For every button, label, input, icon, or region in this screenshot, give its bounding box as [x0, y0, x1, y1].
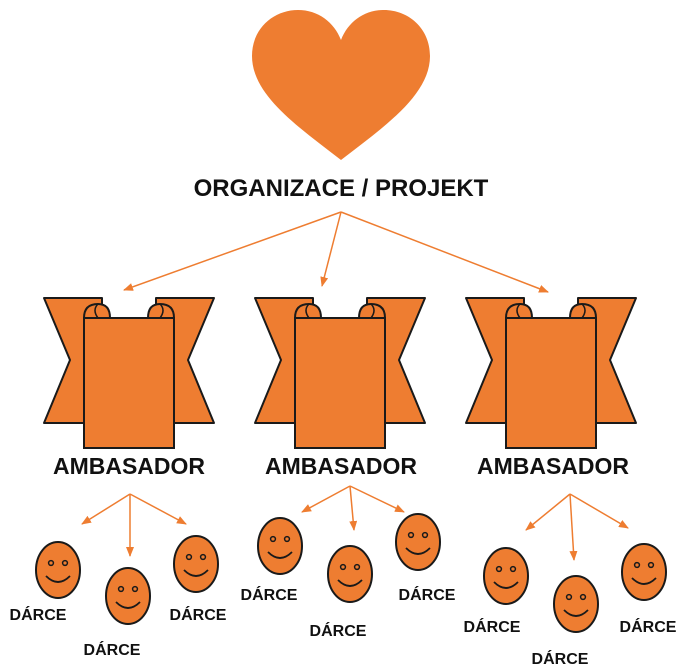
donor-label: DÁRCE [10, 605, 67, 624]
root-label: ORGANIZACE / PROJEKT [194, 175, 489, 202]
smiley-face-icon [35, 541, 81, 599]
heart-icon [252, 10, 430, 160]
ambassador-label: AMBASADOR [477, 453, 629, 479]
donor-label: DÁRCE [620, 617, 677, 636]
donor-label: DÁRCE [170, 605, 227, 624]
arrow-root-to-ambassador-2 [320, 211, 342, 287]
ambassador-group-2: AMBASADOR DÁRCE DÁRCE DÁRCE [241, 297, 456, 640]
arrow-root-to-ambassador-3 [340, 211, 549, 293]
smiley-face-icon [327, 545, 373, 603]
smiley-face-icon [553, 575, 599, 633]
ambassador-2-arrows [301, 485, 405, 531]
arrow [569, 493, 629, 529]
root-arrows [123, 211, 549, 293]
arrow-root-to-ambassador-1 [123, 211, 342, 291]
donor-label: DÁRCE [532, 649, 589, 668]
ambassador-group-3: AMBASADOR DÁRCE DÁRCE DÁRCE [464, 297, 677, 668]
arrow [301, 485, 351, 513]
arrow [525, 493, 571, 531]
donor-label: DÁRCE [84, 640, 141, 659]
arrow [349, 485, 405, 513]
donor-label: DÁRCE [399, 585, 456, 604]
arrow [129, 493, 187, 525]
donor-label: DÁRCE [310, 621, 367, 640]
smiley-face-icon [483, 547, 529, 605]
ambassador-label: AMBASADOR [53, 453, 205, 479]
smiley-face-icon [173, 535, 219, 593]
donor-label: DÁRCE [464, 617, 521, 636]
scroll-banner-icon [465, 297, 637, 449]
scroll-banner-icon [254, 297, 426, 449]
scroll-banner-icon [43, 297, 215, 449]
arrow [81, 493, 131, 525]
smiley-face-icon [621, 543, 667, 601]
arrow [569, 493, 578, 561]
smiley-face-icon [105, 567, 151, 625]
donor-label: DÁRCE [241, 585, 298, 604]
ambassador-3-arrows [525, 493, 629, 561]
ambassador-1-arrows [81, 493, 187, 557]
arrow [349, 485, 358, 531]
ambassador-group-1: AMBASADOR DÁRCE DÁRCE DÁRCE [10, 297, 227, 659]
ambassador-label: AMBASADOR [265, 453, 417, 479]
smiley-face-icon [257, 517, 303, 575]
smiley-face-icon [395, 513, 441, 571]
